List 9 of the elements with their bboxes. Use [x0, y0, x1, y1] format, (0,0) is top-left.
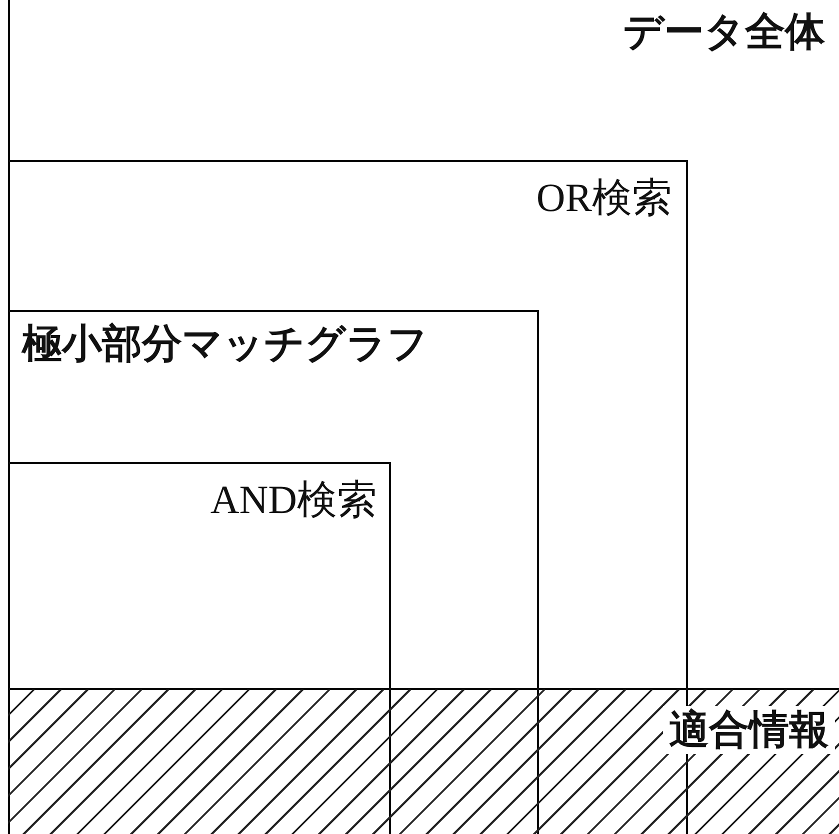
set-box	[8, 0, 839, 834]
set-label: データ全体	[623, 10, 825, 54]
hatched-band	[8, 688, 839, 834]
set-box	[8, 462, 391, 834]
set-label: OR検索	[536, 176, 672, 220]
set-label: 適合情報	[663, 706, 835, 754]
set-label: AND検索	[210, 478, 377, 522]
set-label: 極小部分マッチグラフ	[22, 322, 428, 366]
set-box	[8, 310, 539, 834]
